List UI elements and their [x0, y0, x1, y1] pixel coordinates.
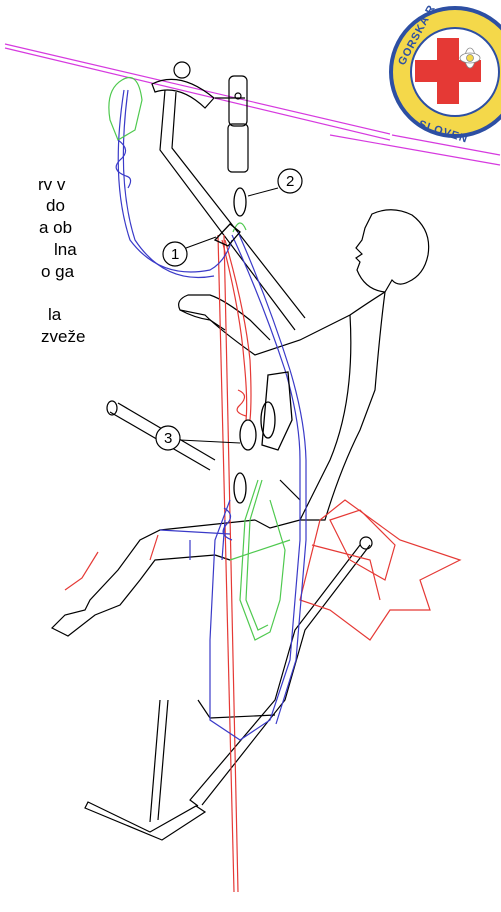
mountain-rescue-logo: GORSKA R SLOVEN [391, 3, 501, 146]
pulley [215, 76, 248, 172]
blue-ropes [118, 90, 306, 740]
callout-2: 2 [248, 169, 302, 196]
callout-label-2: 2 [286, 173, 294, 190]
callout-label-1: 1 [171, 246, 179, 263]
green-ropes [109, 78, 290, 641]
callout-1: 1 [163, 237, 216, 266]
red-ropes [65, 235, 460, 892]
callout-label-3: 3 [164, 430, 172, 447]
carabiner-harness [240, 420, 256, 450]
callout-3: 3 [156, 426, 240, 450]
carabiner-low [234, 473, 246, 503]
knot-center [237, 390, 246, 416]
cable-line-upper [5, 44, 390, 134]
cable-line-lower [5, 48, 390, 140]
carabiner-top [234, 188, 246, 216]
